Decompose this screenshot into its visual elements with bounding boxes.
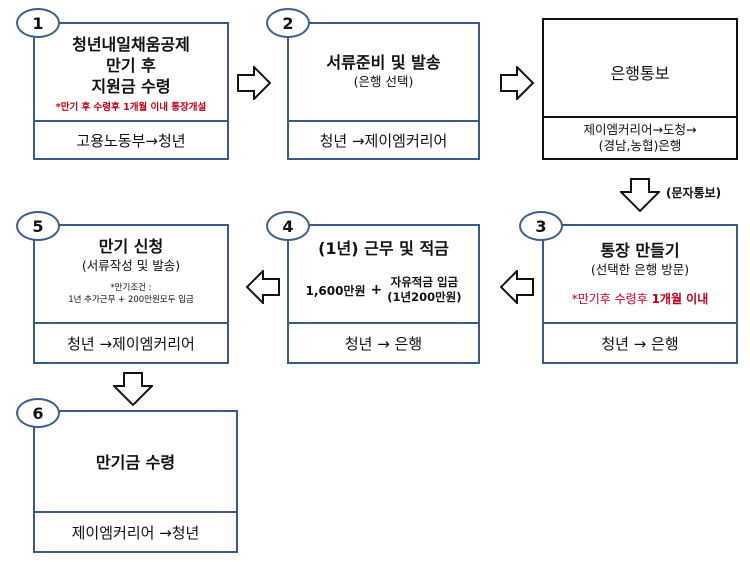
step-5-condition-line-1: *만기조건 : xyxy=(110,283,152,293)
step-6-flow-row: 제이엠커리어 →청년 xyxy=(35,511,236,551)
step-3-badge: 3 xyxy=(519,211,563,241)
step-2-flow: 청년 →제이엠커리어 xyxy=(319,131,448,150)
step-4-plus: + xyxy=(370,282,383,298)
step-1-note: *만기 후 수령후 1개월 이내 통장개설 xyxy=(55,102,207,113)
step-3-flow: 청년 → 은행 xyxy=(601,334,679,353)
bank-notify-flow-line-1: 제이엠커리어→도청→ xyxy=(583,122,697,137)
step-6-content: 만기금 수령 xyxy=(35,412,236,515)
step-1-flow: 고용노동부→청년 xyxy=(76,131,186,150)
step-5-content: 만기 신청 (서류작성 및 발송) *만기조건 : 1년 추가근무 + 200만… xyxy=(35,226,227,326)
step-3-title: 통장 만들기 xyxy=(600,241,680,260)
bank-notify-flow-row: 제이엠커리어→도청→ (경남,농협)은행 xyxy=(544,116,736,158)
step-4-amount-right: 자유적금 입금 (1년200만원) xyxy=(387,275,461,305)
step-4-title: (1년) 근무 및 적금 xyxy=(318,239,449,258)
step-3-note-prefix: *만기후 수령후 xyxy=(571,292,652,306)
step-1-flow-row: 고용노동부→청년 xyxy=(35,120,227,158)
step-3-subtitle: (선택한 은행 방문) xyxy=(590,262,690,277)
bank-notify-content: 은행통보 xyxy=(544,20,736,118)
step-5-subtitle: (서류작성 및 발송) xyxy=(81,258,181,273)
step-2-flow-row: 청년 →제이엠커리어 xyxy=(289,120,478,158)
step-1-content: 청년내일채움공제 만기 후 지원금 수령 *만기 후 수령후 1개월 이내 통장… xyxy=(35,24,227,122)
step-6-badge: 6 xyxy=(16,398,60,428)
step-4-amount-right-line-1: 자유적금 입금 xyxy=(390,275,459,289)
step-3-note-bold: 1개월 이내 xyxy=(651,292,709,306)
arrow-down-icon xyxy=(620,178,660,212)
step-4-box: (1년) 근무 및 적금 1,600만원 + 자유적금 입금 (1년200만원)… xyxy=(287,224,480,364)
step-1-title-line-3: 지원금 수령 xyxy=(91,77,171,96)
step-6-title: 만기금 수령 xyxy=(95,453,176,472)
step-4-badge: 4 xyxy=(266,211,310,241)
step-6-box: 만기금 수령 제이엠커리어 →청년 xyxy=(33,410,238,553)
step-1-title-line-1: 청년내일채움공제 xyxy=(72,35,190,54)
step-4-amount-left: 1,600만원 xyxy=(305,283,366,298)
step-4-flow-row: 청년 → 은행 xyxy=(289,322,478,362)
arrow-right-icon xyxy=(237,66,271,100)
step-2-title: 서류준비 및 발송 xyxy=(326,53,441,72)
step-6-flow: 제이엠커리어 →청년 xyxy=(71,523,200,542)
step-4-amount-right-line-2: (1년200만원) xyxy=(387,290,462,304)
step-5-flow-row: 청년 →제이엠커리어 xyxy=(35,322,227,362)
step-5-condition-line-2: 1년 추가근무 + 200만원모두 입금 xyxy=(68,295,194,305)
step-2-box: 서류준비 및 발송 (은행 선택) 청년 →제이엠커리어 xyxy=(287,22,480,160)
step-2-content: 서류준비 및 발송 (은행 선택) xyxy=(289,24,478,122)
step-5-badge: 5 xyxy=(16,211,60,241)
step-4-content: (1년) 근무 및 적금 1,600만원 + 자유적금 입금 (1년200만원) xyxy=(289,226,478,326)
step-5-title: 만기 신청 xyxy=(98,237,164,256)
bank-notify-box: 은행통보 제이엠커리어→도청→ (경남,농협)은행 xyxy=(542,18,738,160)
step-5-condition: *만기조건 : 1년 추가근무 + 200만원모두 입금 xyxy=(35,282,227,306)
step-3-box: 통장 만들기 (선택한 은행 방문) *만기후 수령후 1개월 이내 청년 → … xyxy=(542,224,738,364)
step-1-badge: 1 xyxy=(16,8,60,38)
bank-notify-flow-line-2: (경남,농협)은행 xyxy=(598,138,682,153)
step-4-amounts: 1,600만원 + 자유적금 입금 (1년200만원) xyxy=(289,275,478,305)
arrow-right-icon xyxy=(500,66,534,100)
connector-label: (문자통보) xyxy=(666,186,722,200)
bank-notify-title: 은행통보 xyxy=(610,64,670,83)
step-2-subtitle: (은행 선택) xyxy=(353,74,414,89)
step-5-flow: 청년 →제이엠커리어 xyxy=(67,334,195,353)
step-3-flow-row: 청년 → 은행 xyxy=(544,322,736,362)
step-1-box: 청년내일채움공제 만기 후 지원금 수령 *만기 후 수령후 1개월 이내 통장… xyxy=(33,22,229,160)
arrow-left-icon xyxy=(246,270,280,304)
step-3-note: *만기후 수령후 1개월 이내 xyxy=(544,290,736,307)
step-5-box: 만기 신청 (서류작성 및 발송) *만기조건 : 1년 추가근무 + 200만… xyxy=(33,224,229,364)
step-2-badge: 2 xyxy=(266,8,310,38)
step-3-content: 통장 만들기 (선택한 은행 방문) *만기후 수령후 1개월 이내 xyxy=(544,226,736,326)
step-1-title-line-2: 만기 후 xyxy=(106,56,156,75)
arrow-left-icon xyxy=(500,270,534,304)
step-4-flow: 청년 → 은행 xyxy=(344,334,423,353)
arrow-down-icon xyxy=(113,372,153,406)
